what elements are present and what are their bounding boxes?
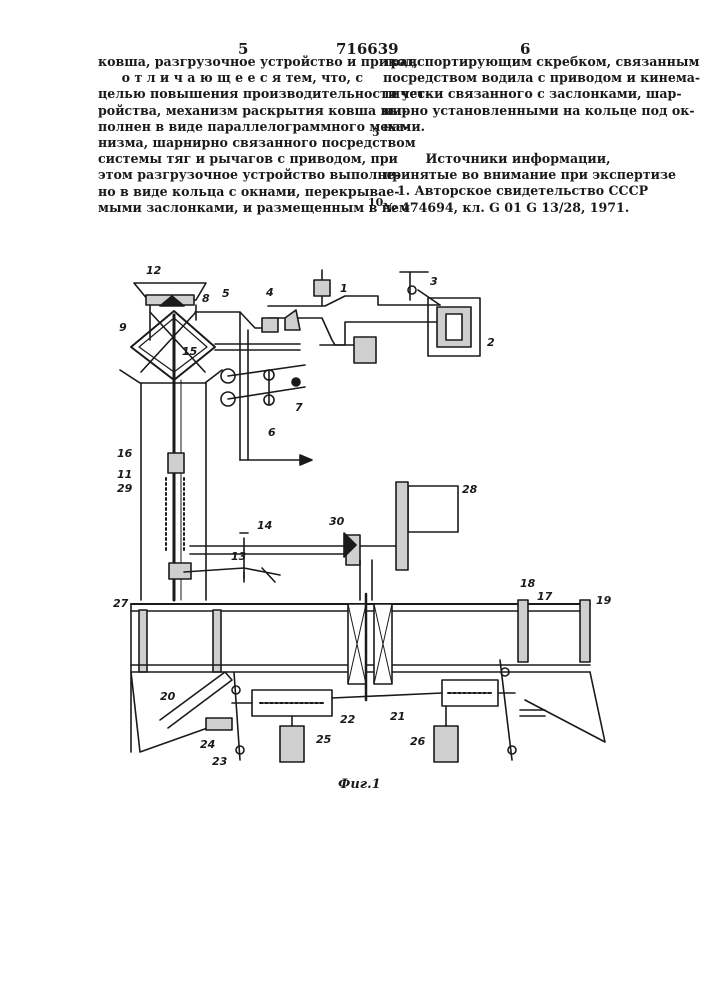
part-label: 8 [202,292,210,305]
part-label: 5 [222,287,230,300]
part-label: 26 [410,735,426,748]
discharge-chamber [131,594,605,752]
reference-line: 1. Авторское свидетельство СССР [383,183,653,199]
line-number: 5 [372,126,380,139]
text-line: посредством водила с приводом и кинема- [383,70,653,86]
part-label: 20 [160,690,176,703]
part-label: 13 [231,550,247,563]
text-line: целью повышения производительности уст- [98,86,363,102]
part-label: 27 [113,597,129,610]
part-label: 22 [340,713,356,726]
text-line: но в виде кольца с окнами, перекрывае- [98,184,363,200]
part-label: 1 [340,282,348,295]
part-label: 9 [119,321,127,334]
text-line: тически связанного с заслонками, шар- [383,86,653,102]
text-line: транспортирующим скребком, связанным [383,54,653,70]
mechanism-drawing: 1 2 3 4 5 6 7 8 9 11 12 13 14 15 16 17 1… [0,255,707,775]
sources-heading: Источники информации, [383,151,653,167]
part-label: 17 [537,590,553,603]
sources-subheading: принятые во внимание при экспертизе [383,167,653,183]
part-label: 14 [257,519,272,532]
part-label: 12 [146,264,162,277]
part-label: 7 [295,401,303,414]
reference-line: № 474694, кл. G 01 G 13/28, 1971. [383,200,653,216]
part-label: 25 [316,733,332,746]
part-label: 4 [265,286,274,299]
part-label: 16 [117,447,133,460]
part-label: 28 [462,483,478,496]
text-line: низма, шарнирно связанного посредством [98,135,363,151]
text-line: системы тяг и рычагов с приводом, при [98,151,363,167]
text-line: мыми заслонками, и размещенным в нем [98,200,363,216]
text-line: ройства, механизм раскрытия ковша вы- [98,103,363,119]
text-line: ковша, разгрузочное устройство и привод, [98,54,363,70]
part-label: 29 [117,482,133,495]
text-line: о т л и ч а ю щ е е с я тем, что, с [98,70,363,86]
part-label: 2 [487,336,495,349]
drive-gearbox [184,482,458,600]
text-line: полнен в виде параллелограммного меха- [98,119,363,135]
line-number: 10 [368,196,383,209]
part-label: 24 [200,738,215,751]
part-label: 23 [212,755,228,768]
text-line: этом разгрузочное устройство выполне- [98,167,363,183]
parallelogram-linkage [195,312,312,465]
part-label: 21 [390,710,405,723]
part-label: 6 [268,426,276,439]
part-label: 30 [329,515,345,528]
upper-drive-frame [262,270,480,363]
figure-caption: Фиг.1 [338,777,381,792]
text-line: нирно установленными на кольце под ок- [383,103,653,119]
right-text-column: транспортирующим скребком, связанным пос… [383,54,653,216]
part-label: 18 [520,577,536,590]
part-label: 15 [182,345,198,358]
part-label: 3 [430,275,438,288]
text-line: нами. [383,119,653,135]
part-label: 11 [117,468,132,481]
left-text-column: ковша, разгрузочное устройство и привод,… [98,54,363,216]
part-label: 19 [596,594,612,607]
